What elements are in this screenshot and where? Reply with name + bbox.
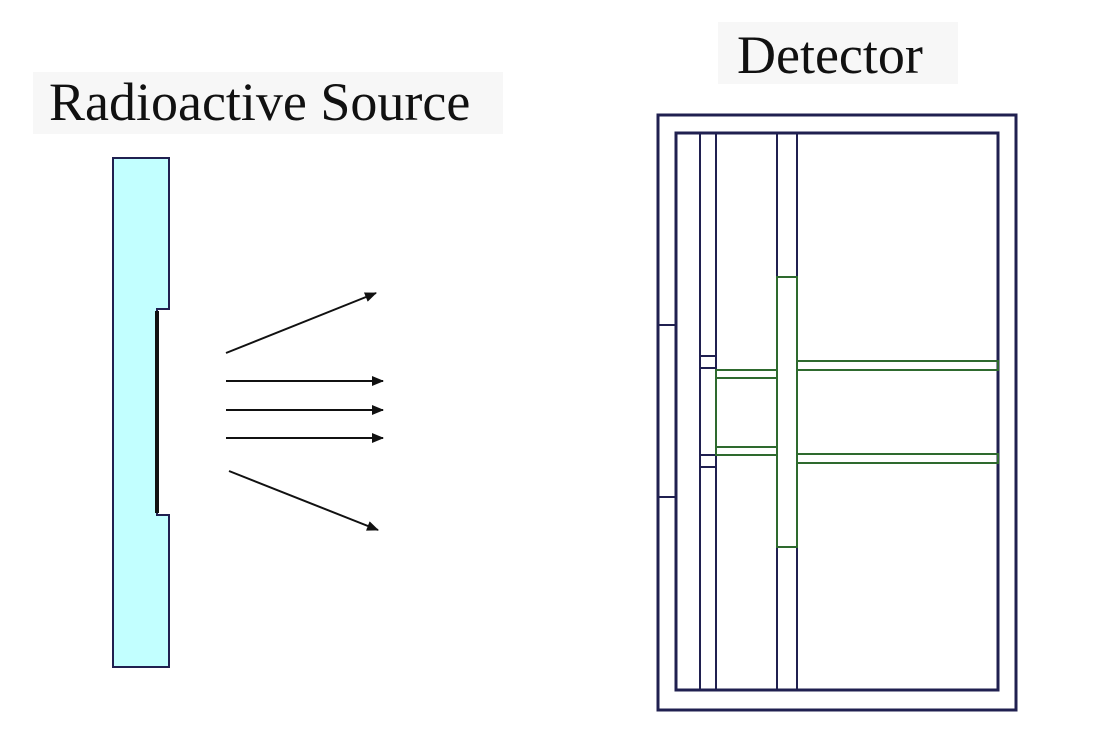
detector-inner-frame — [674, 131, 1000, 692]
radioactive-source — [112, 157, 170, 668]
source-label-bg — [33, 72, 503, 134]
detector-outer-frame — [656, 113, 1018, 712]
detector-small-cell-bottom — [699, 454, 717, 468]
source-label: Radioactive Source — [49, 72, 470, 132]
detector-label-bg — [718, 22, 958, 84]
detector-vertical-element — [776, 276, 798, 548]
detector — [656, 113, 1018, 712]
detector-cross-bar-right-bottom — [796, 453, 999, 464]
detector-central-cell — [715, 369, 778, 456]
detector-cross-bar-right-top — [796, 360, 999, 371]
arrow-lower — [228, 470, 379, 531]
detector-label: Detector — [737, 25, 923, 85]
detector-entrance-window — [657, 324, 677, 498]
detector-cross-bar-left-bottom — [715, 446, 778, 456]
source-plate — [112, 157, 170, 668]
emission-arrows — [225, 292, 384, 531]
detector-small-cell-top — [699, 355, 717, 369]
arrow-upper — [225, 292, 377, 354]
detector-cross-bar-left-top — [715, 369, 778, 379]
